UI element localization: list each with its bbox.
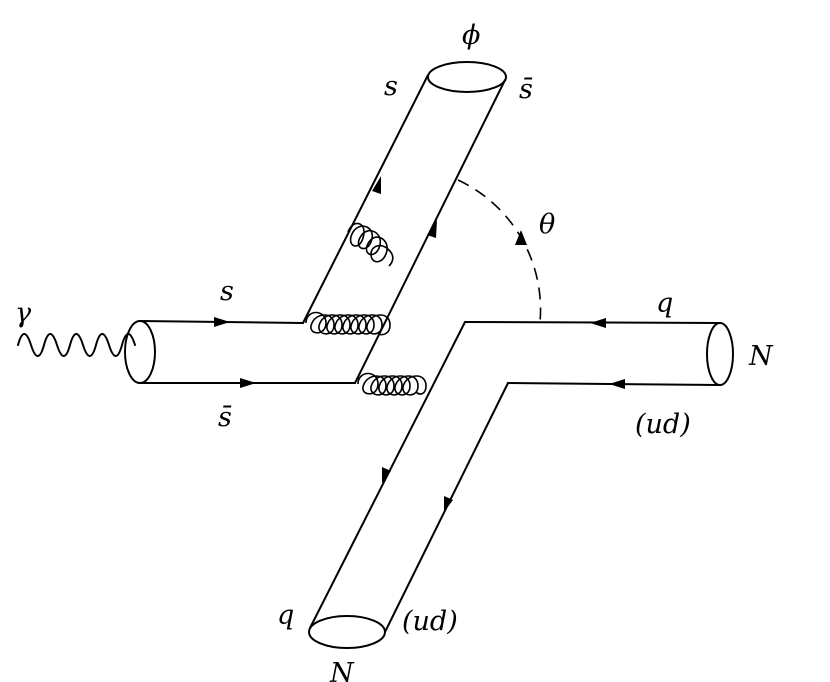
s-label-top: s — [384, 71, 398, 102]
arrow-sbar-phi — [427, 220, 437, 238]
gluon-lower — [357, 372, 427, 396]
photon-line — [17, 333, 136, 357]
s-quark-line-phi — [302, 74, 429, 324]
q-label-bottom: q — [277, 600, 294, 631]
q-label-right: q — [656, 288, 673, 319]
photon-label: γ — [15, 298, 32, 329]
arrow-q-bottom — [382, 467, 391, 483]
ud-label-right: (ud) — [635, 409, 691, 440]
arrow-sbar-left — [240, 378, 256, 388]
N-label-bottom: N — [329, 658, 355, 682]
N-label-right: N — [748, 341, 774, 372]
gluon-upper — [305, 311, 391, 336]
nucleon-bottom-ellipse — [308, 615, 386, 649]
theta-label: θ — [539, 209, 555, 240]
sbar-label-top: s̄ — [519, 74, 533, 105]
phi-label: ϕ — [462, 20, 480, 51]
arrow-s-left — [214, 317, 230, 327]
theta-angle-arc — [457, 179, 542, 323]
arrow-s-phi — [372, 176, 381, 194]
arrow-ud-bottom — [444, 496, 453, 512]
nucleon-right-ellipse — [706, 322, 734, 386]
arrow-q-right — [590, 318, 606, 328]
s-label-left: s — [220, 276, 234, 307]
sbar-label-left: s̄ — [218, 402, 232, 433]
arrow-ud-right — [609, 379, 625, 389]
theta-arrow — [515, 230, 527, 245]
gluon-phi — [347, 222, 394, 267]
photon-tube-ellipse — [124, 320, 156, 384]
ud-label-bottom: (ud) — [402, 606, 458, 637]
phi-tube-ellipse — [427, 61, 507, 93]
